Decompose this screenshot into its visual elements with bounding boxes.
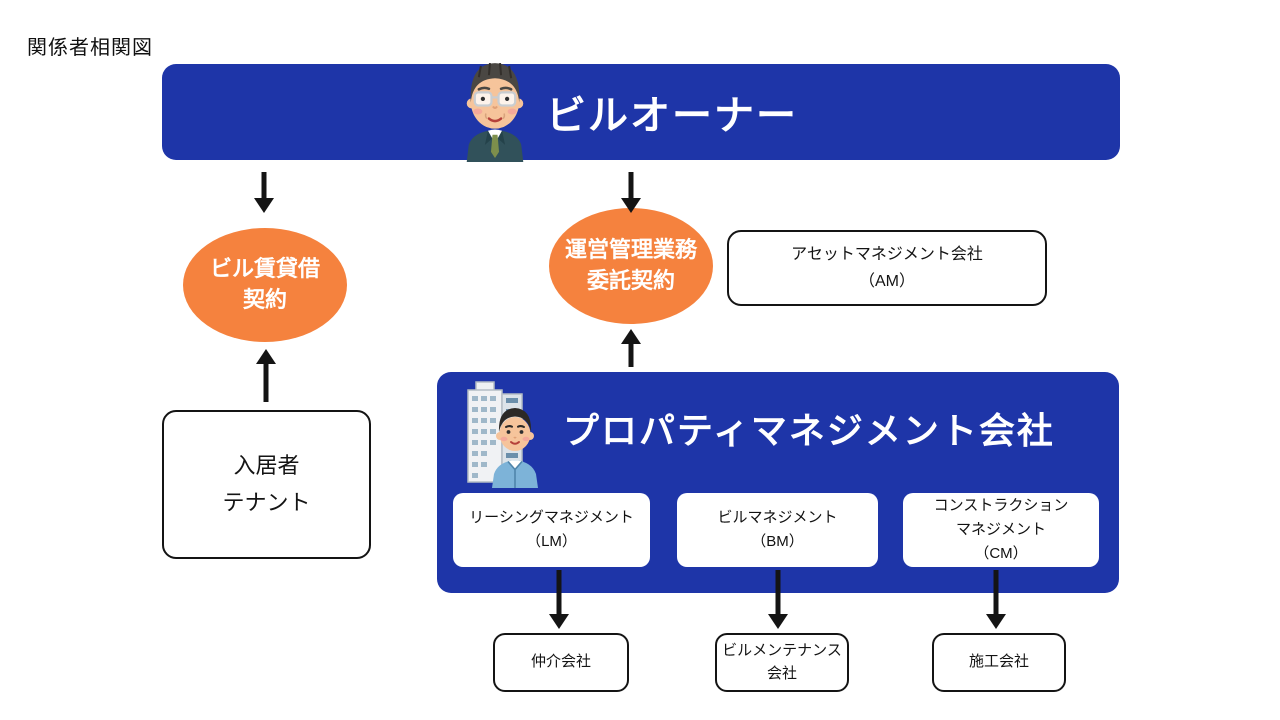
page-title: 関係者相関図: [27, 37, 153, 59]
tenant-line2: テナント: [222, 489, 311, 515]
owner-banner-label: ビルオーナー: [546, 94, 798, 138]
building-worker-icon: [467, 381, 538, 488]
management-contract-ellipse: 運営管理業務 委託契約: [549, 208, 713, 324]
maintenance-company-line2: 会社: [766, 664, 797, 682]
owner-banner: [162, 64, 1120, 160]
am-company-box: アセットマネジメント会社 （AM）: [727, 230, 1047, 306]
am-company-line1: アセットマネジメント会社: [791, 245, 983, 263]
management-contract-line2: 委託契約: [586, 268, 675, 293]
tenant-line1: 入居者: [233, 453, 300, 479]
department-cm-line3: （CM）: [974, 545, 1028, 562]
tenant-box: 入居者 テナント: [162, 410, 371, 559]
department-box-cm: コンストラクション マネジメント （CM）: [903, 493, 1099, 567]
am-company-line2: （AM）: [858, 273, 915, 290]
department-bm-line2: （BM）: [751, 533, 804, 550]
department-box-lm: リーシングマネジメント （LM）: [453, 493, 650, 567]
broker-company-box: 仲介会社: [493, 633, 629, 692]
management-contract-line1: 運営管理業務: [564, 237, 697, 263]
department-bm-line1: ビルマネジメント: [717, 509, 838, 526]
department-lm-line2: （LM）: [526, 533, 577, 550]
department-box-bm: ビルマネジメント （BM）: [677, 493, 878, 567]
contractor-company-line1: 施工会社: [968, 653, 1029, 671]
arrow-tenant-to-lease: [256, 349, 276, 402]
lease-contract-line1: ビル賃貸借: [209, 256, 320, 282]
lease-contract-line2: 契約: [242, 287, 287, 312]
department-lm-line1: リーシングマネジメント: [469, 509, 634, 526]
department-cm-line1: コンストラクション: [933, 497, 1069, 514]
department-cm-line2: マネジメント: [955, 521, 1046, 538]
broker-company-line1: 仲介会社: [530, 653, 591, 671]
pm-company-title: プロパティマネジメント会社: [563, 410, 1055, 451]
maintenance-company-box: ビルメンテナンス 会社: [715, 633, 849, 692]
contractor-company-box: 施工会社: [932, 633, 1066, 692]
businessman-icon: [466, 62, 524, 162]
arrow-owner-to-management: [621, 172, 641, 213]
arrow-owner-to-lease: [254, 172, 274, 213]
arrow-pm-to-management: [621, 329, 641, 367]
maintenance-company-line1: ビルメンテナンス: [722, 642, 842, 659]
lease-contract-ellipse: ビル賃貸借 契約: [183, 228, 347, 342]
